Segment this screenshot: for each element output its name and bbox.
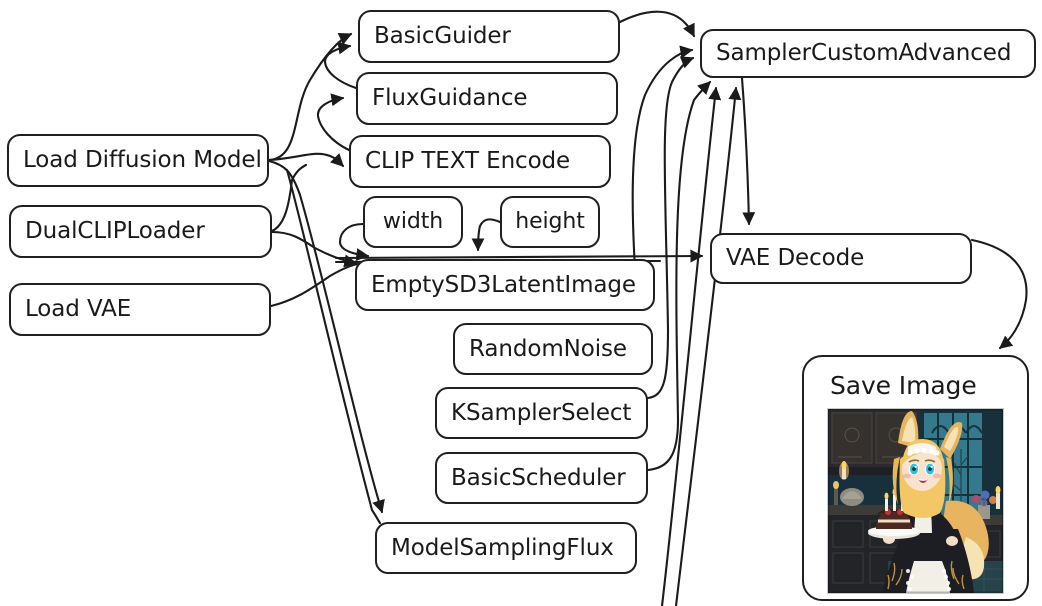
- node-random-noise[interactable]: RandomNoise: [453, 323, 653, 375]
- node-width[interactable]: width: [363, 196, 463, 248]
- node-label: KSamplerSelect: [451, 399, 632, 426]
- node-label: EmptySD3LatentImage: [371, 271, 636, 298]
- node-label: BasicGuider: [374, 23, 511, 50]
- node-label: height: [515, 209, 585, 235]
- node-vae-decode[interactable]: VAE Decode: [710, 233, 972, 284]
- edge-load-vae-to-empty-latent: [269, 262, 360, 308]
- node-label: FluxGuidance: [372, 85, 528, 112]
- edge-dual-clip-to-empty-latent: [270, 230, 358, 268]
- node-load-diffusion-model[interactable]: Load Diffusion Model: [7, 134, 269, 187]
- edge-vae-decode-to-save-image: [970, 238, 1028, 350]
- node-label: width: [382, 209, 444, 235]
- node-basic-scheduler[interactable]: BasicScheduler: [435, 452, 648, 504]
- edge-ksampler-select-to-sampler-custom: [646, 56, 695, 400]
- node-label: Load Diffusion Model: [23, 147, 262, 174]
- node-height[interactable]: height: [500, 196, 600, 248]
- generated-image-preview: [828, 409, 1003, 594]
- edge-model-sampling-to-sampler-custom: [674, 86, 742, 606]
- node-label: SamplerCustomAdvanced: [716, 40, 1012, 67]
- node-label: BasicScheduler: [451, 464, 626, 491]
- edge-flux-guidance-to-basic-guider: [323, 41, 358, 90]
- node-ksampler-select[interactable]: KSamplerSelect: [435, 387, 648, 439]
- edge-empty-latent-to-vae-decode: [334, 249, 704, 263]
- node-basic-guider[interactable]: BasicGuider: [358, 10, 620, 63]
- node-sampler-custom-advanced[interactable]: SamplerCustomAdvanced: [700, 29, 1036, 78]
- edge-height-to-empty-latent: [471, 218, 502, 252]
- node-label: Save Image: [830, 371, 977, 400]
- edge-basic-guider-to-sampler-custom: [618, 10, 696, 38]
- node-dual-clip-loader[interactable]: DualCLIPLoader: [9, 205, 272, 258]
- node-label: RandomNoise: [469, 335, 627, 362]
- edge-load-diffusion-to-basic-guider: [267, 32, 353, 162]
- node-empty-sd3-latent-image[interactable]: EmptySD3LatentImage: [355, 259, 655, 311]
- edge-dual-clip-to-clip-text-encode: [270, 163, 308, 233]
- node-save-image[interactable]: Save Image: [802, 355, 1029, 601]
- node-label: VAE Decode: [726, 245, 865, 272]
- node-load-vae[interactable]: Load VAE: [9, 283, 271, 336]
- save-image-thumbnail[interactable]: [827, 408, 1004, 595]
- edge-random-noise-to-sampler-custom: [660, 86, 722, 606]
- node-clip-text-encode[interactable]: CLIP TEXT Encode: [349, 135, 611, 188]
- node-label: ModelSamplingFlux: [391, 534, 614, 561]
- node-model-sampling-flux[interactable]: ModelSamplingFlux: [375, 522, 637, 574]
- node-label: Load VAE: [25, 296, 132, 323]
- edge-basic-scheduler-to-sampler-custom: [646, 80, 712, 472]
- node-flux-guidance[interactable]: FluxGuidance: [356, 72, 618, 125]
- node-label: DualCLIPLoader: [25, 218, 205, 245]
- edge-load-diffusion-to-clip-text-encode: [267, 152, 345, 168]
- edge-clip-text-encode-to-flux-guidance: [316, 93, 351, 152]
- edge-sampler-custom-to-vae-decode: [740, 76, 756, 226]
- node-label: CLIP TEXT Encode: [365, 148, 571, 175]
